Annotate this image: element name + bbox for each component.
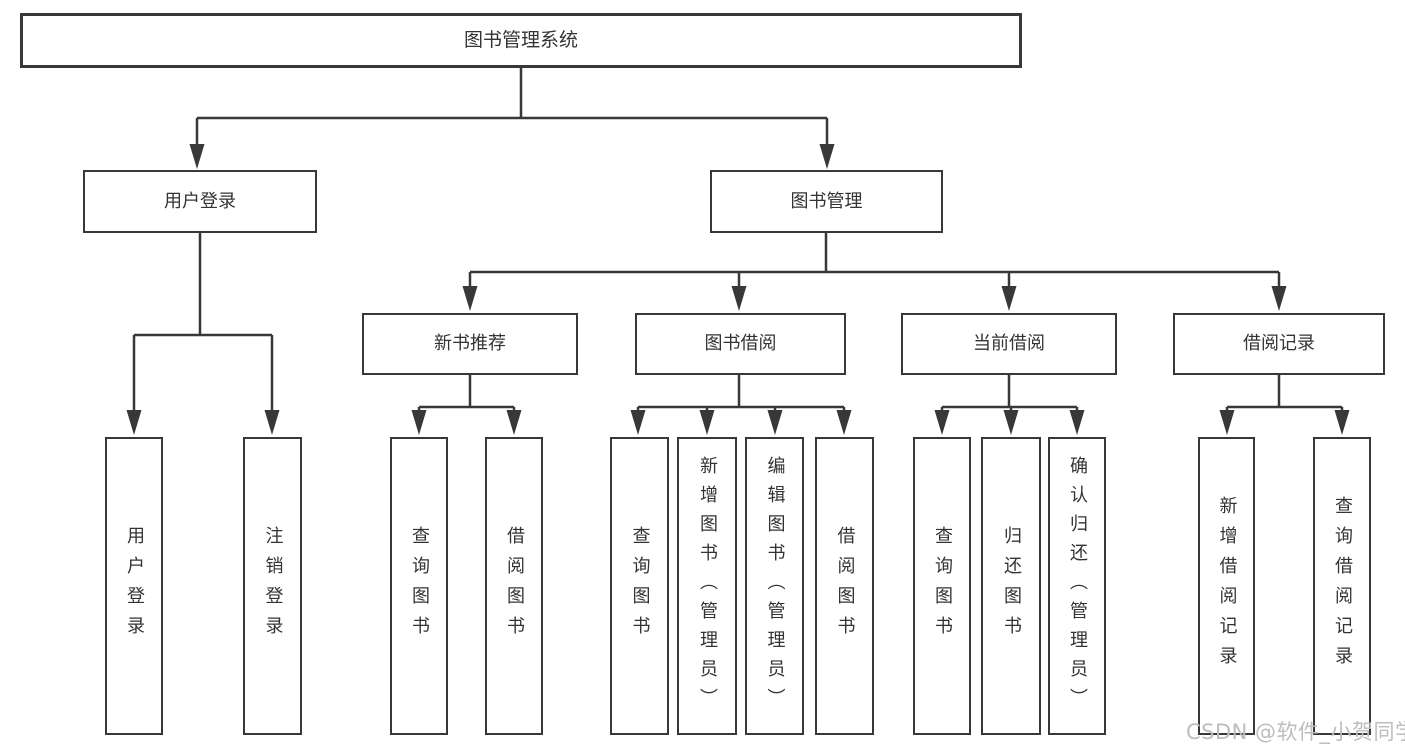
leaf-newrec-borrow-books: 借阅图书: [485, 437, 543, 735]
csdn-watermark: CSDN @软件_小贺同学: [1186, 720, 1405, 744]
node-book-borrowing: 图书借阅: [635, 313, 846, 375]
connector-book-borrow-to-leaves: [630, 375, 852, 435]
node-borrowing-records: 借阅记录: [1173, 313, 1385, 375]
leaf-current-query-books: 查询图书: [913, 437, 971, 735]
leaf-borrow-query-books: 查询图书: [610, 437, 669, 735]
leaf-records-query-record: 查询借阅记录: [1313, 437, 1371, 735]
leaf-records-add-record: 新增借阅记录: [1198, 437, 1255, 735]
node-user-login: 用户登录: [83, 170, 317, 233]
node-root-system: 图书管理系统: [20, 13, 1022, 68]
connector-book-management-to-level3: [462, 233, 1287, 311]
connector-root-to-level2: [189, 68, 835, 169]
node-current-borrowing: 当前借阅: [901, 313, 1117, 375]
leaf-borrow-add-books-admin: 新增图书（管理员）: [677, 437, 737, 735]
leaf-current-return-books: 归还图书: [981, 437, 1041, 735]
leaf-borrow-edit-books-admin: 编辑图书（管理员）: [745, 437, 804, 735]
leaf-logout: 注销登录: [243, 437, 302, 735]
leaf-newrec-query-books: 查询图书: [390, 437, 448, 735]
connector-current-borrow-to-leaves: [934, 375, 1085, 435]
node-new-book-recommendation: 新书推荐: [362, 313, 578, 375]
leaf-user-login: 用户登录: [105, 437, 163, 735]
leaf-current-confirm-return-admin: 确认归还（管理员）: [1048, 437, 1106, 735]
connector-borrow-records-to-leaves: [1219, 375, 1350, 435]
connector-user-login-to-leaves: [126, 233, 280, 435]
connector-new-book-rec-to-leaves: [411, 375, 522, 435]
node-book-management: 图书管理: [710, 170, 943, 233]
leaf-borrow-borrow-books: 借阅图书: [815, 437, 874, 735]
